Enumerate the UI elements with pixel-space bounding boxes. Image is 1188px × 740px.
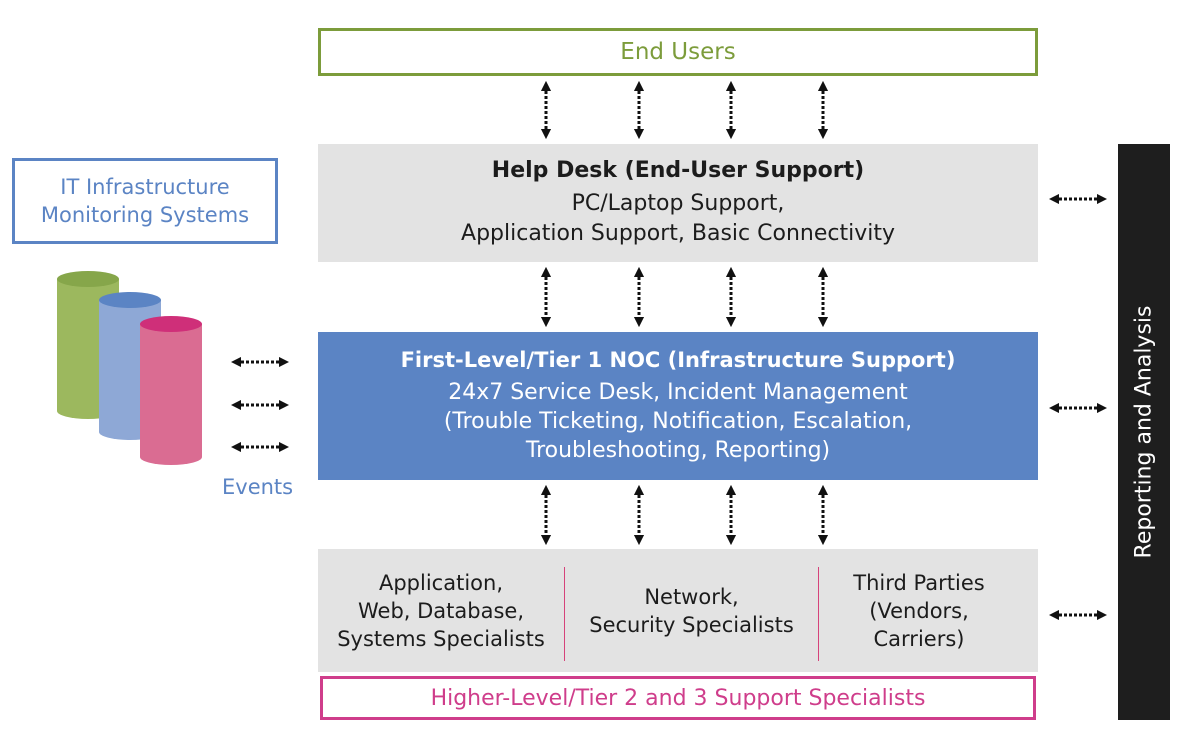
tier23-specialists-box: Application, Web, Database, Systems Spec…: [318, 549, 1038, 672]
specialist-text: Carriers): [873, 626, 965, 651]
help-desk-title: Help Desk (End-User Support): [491, 157, 865, 183]
specialist-text: Systems Specialists: [337, 626, 545, 651]
specialist-text: Web, Database,: [357, 598, 524, 623]
help-desk-line-2: Application Support, Basic Connectivity: [461, 220, 895, 246]
database-icon-blue: [99, 292, 161, 440]
arrows-events: [230, 356, 290, 453]
monitoring-line-1: IT Infrastructure: [60, 175, 230, 199]
events-label: Events: [222, 475, 294, 499]
arrows-endusers-helpdesk: [540, 80, 829, 140]
monitoring-line-2: Monitoring Systems: [40, 203, 250, 227]
database-icon-green: [57, 271, 119, 419]
help-desk-box: Help Desk (End-User Support) PC/Laptop S…: [318, 144, 1038, 262]
arrows-reporting: [1048, 193, 1108, 621]
specialist-group-third-parties: Third Parties (Vendors, Carriers): [819, 549, 1019, 672]
noc-title: First-Level/Tier 1 NOC (Infrastructure S…: [400, 347, 956, 372]
noc-line-3: Troubleshooting, Reporting): [525, 437, 831, 463]
database-icon-pink: [140, 316, 202, 465]
reporting-analysis-bar: Reporting and Analysis: [1118, 144, 1170, 720]
specialist-text: Third Parties: [853, 570, 985, 595]
specialist-text: Network,: [644, 584, 739, 609]
divider: [564, 567, 565, 661]
end-users-label: End Users: [620, 39, 736, 65]
tier23-label-box: Higher-Level/Tier 2 and 3 Support Specia…: [320, 676, 1036, 720]
specialist-group-network: Network, Security Specialists: [565, 549, 818, 672]
arrows-helpdesk-noc: [540, 266, 829, 328]
tier1-noc-box: First-Level/Tier 1 NOC (Infrastructure S…: [318, 332, 1038, 480]
monitoring-systems-box: IT Infrastructure Monitoring Systems: [12, 158, 278, 244]
noc-line-2: (Trouble Ticketing, Notification, Escala…: [443, 408, 913, 434]
reporting-analysis-label: Reporting and Analysis: [1131, 305, 1157, 559]
specialist-text: (Vendors,: [869, 598, 969, 623]
specialist-text: Application,: [378, 570, 503, 595]
arrows-noc-tier23: [540, 484, 829, 546]
tier23-label: Higher-Level/Tier 2 and 3 Support Specia…: [430, 685, 926, 711]
end-users-box: End Users: [318, 28, 1038, 76]
help-desk-line-1: PC/Laptop Support,: [571, 190, 785, 216]
specialist-group-application: Application, Web, Database, Systems Spec…: [318, 549, 564, 672]
divider: [818, 567, 819, 661]
noc-line-1: 24x7 Service Desk, Incident Management: [448, 379, 908, 405]
specialist-text: Security Specialists: [589, 612, 794, 637]
